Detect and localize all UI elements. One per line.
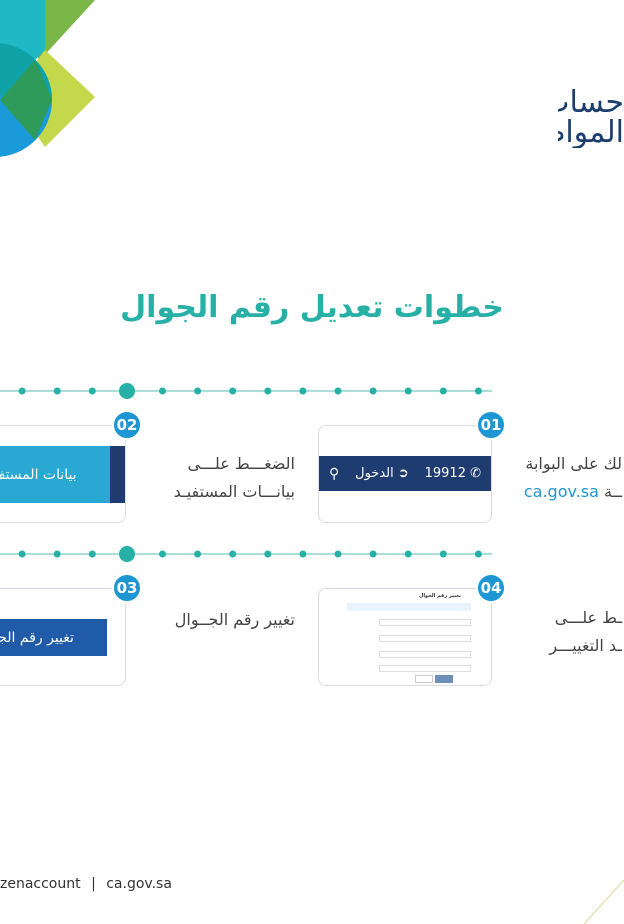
timeline-dot bbox=[53, 387, 61, 395]
timeline-dot bbox=[439, 387, 447, 395]
step-4-line2: ـد التغييـــر bbox=[549, 636, 622, 655]
form-submit-button[interactable] bbox=[435, 675, 453, 683]
step-badge-04: 04 bbox=[476, 573, 506, 603]
step-2-line2: بيانـــات المستفيـد bbox=[173, 482, 295, 501]
timeline-row-2 bbox=[0, 546, 492, 562]
step-3-preview: تغيير رقم الجو bbox=[0, 588, 126, 686]
timeline-dot bbox=[439, 550, 447, 558]
form-field[interactable] bbox=[379, 651, 471, 658]
form-notice bbox=[347, 603, 471, 611]
timeline-row-1 bbox=[0, 383, 492, 399]
timeline-dot bbox=[334, 387, 342, 395]
step-2-preview: بيانات المستف bbox=[0, 425, 126, 523]
timeline-milestone bbox=[119, 546, 135, 562]
timeline-dot bbox=[229, 550, 237, 558]
timeline-dot bbox=[194, 387, 202, 395]
step-badge-03: 03 bbox=[112, 573, 142, 603]
decorative-line bbox=[583, 880, 624, 924]
accent-strip bbox=[110, 446, 125, 503]
timeline-dot bbox=[474, 387, 482, 395]
timeline-dot bbox=[159, 550, 166, 558]
login-icon: ➲ bbox=[397, 466, 409, 481]
step-badge-01: 01 bbox=[476, 410, 506, 440]
social-handle[interactable]: zenaccount bbox=[0, 876, 81, 892]
step-4-line1: ـط علـــى bbox=[554, 608, 622, 627]
timeline-dot bbox=[299, 387, 307, 395]
timeline-dot bbox=[264, 550, 272, 558]
timeline-dot bbox=[404, 387, 412, 395]
brand-shapes bbox=[0, 0, 95, 157]
step-1-line2-prefix: ــة bbox=[604, 482, 622, 501]
timeline-dot bbox=[18, 550, 26, 558]
step-2-line1: الضغـــط علـــى bbox=[187, 454, 296, 473]
form-heading: تغيير رقم الجوال bbox=[419, 593, 461, 599]
timeline-dot bbox=[18, 387, 26, 395]
beneficiary-data-button[interactable]: بيانات المستف bbox=[0, 446, 125, 503]
brand-logo-text: حساب المواطن bbox=[558, 88, 624, 148]
logo-line1: حساب bbox=[558, 88, 624, 120]
step-1-text: لك على البوابة ــة ca.gov.sa bbox=[504, 450, 622, 506]
step-4-preview: تغيير رقم الجوال bbox=[318, 588, 492, 686]
timeline-dot bbox=[369, 550, 377, 558]
step-badge-02: 02 bbox=[112, 410, 142, 440]
step-1-preview: ✆ 19912 ➲ الدخول ⚲ bbox=[318, 425, 492, 523]
form-field[interactable] bbox=[379, 665, 471, 672]
logo-line2: المواطن bbox=[558, 115, 624, 148]
timeline-dot bbox=[88, 550, 96, 558]
separator: | bbox=[91, 876, 96, 892]
timeline-dot bbox=[229, 387, 237, 395]
step-3-text: تغيير رقم الجــوال bbox=[174, 610, 295, 629]
change-mobile-button[interactable]: تغيير رقم الجو bbox=[0, 619, 107, 656]
step-4-text: ـط علـــى ـد التغييـــر bbox=[504, 604, 622, 660]
form-field[interactable] bbox=[379, 619, 471, 626]
step-2-text: الضغـــط علـــى بيانـــات المستفيـد bbox=[130, 450, 295, 506]
timeline-dot bbox=[88, 387, 96, 395]
timeline-dot bbox=[334, 550, 342, 558]
portal-link[interactable]: ca.gov.sa bbox=[523, 482, 599, 501]
timeline-dot bbox=[474, 550, 482, 558]
form-field[interactable] bbox=[379, 635, 471, 642]
step-1-line1: لك على البوابة bbox=[525, 454, 622, 473]
timeline-dot bbox=[299, 550, 307, 558]
timeline-dot bbox=[264, 387, 272, 395]
footer: zenaccount | ca.gov.sa bbox=[0, 876, 172, 892]
timeline-dot bbox=[53, 550, 61, 558]
login-link[interactable]: ➲ الدخول bbox=[355, 466, 409, 481]
timeline-dot bbox=[369, 387, 377, 395]
timeline-dot bbox=[159, 387, 166, 395]
phone-number[interactable]: ✆ 19912 bbox=[424, 466, 481, 481]
timeline-milestone bbox=[119, 383, 135, 399]
timeline-dot bbox=[194, 550, 202, 558]
timeline-dot bbox=[404, 550, 412, 558]
search-icon[interactable]: ⚲ bbox=[329, 465, 340, 482]
step-1-line2: ــة ca.gov.sa bbox=[504, 478, 622, 506]
page-title: خطوات تعديل رقم الجوال bbox=[120, 290, 504, 325]
form-cancel-button[interactable] bbox=[415, 675, 433, 683]
site-link[interactable]: ca.gov.sa bbox=[106, 876, 172, 892]
